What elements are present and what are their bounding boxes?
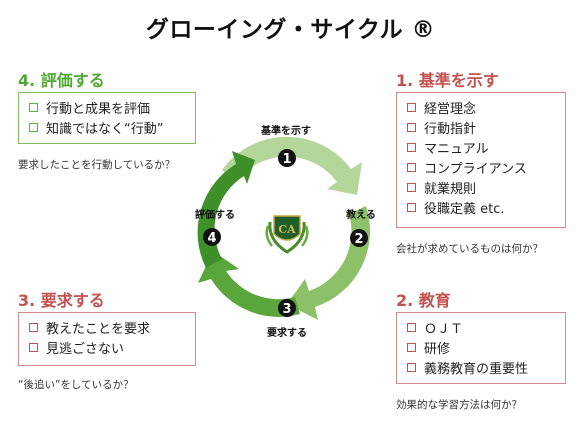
standard-box: 経営理念 行動指針 マニュアル コンプライアンス 就業規則 役職定義 etc.	[396, 92, 566, 228]
standard-item: 就業規則	[407, 177, 555, 197]
demand-item: 教えたことを要求	[29, 317, 185, 337]
step-3-number: 3	[282, 302, 291, 317]
step-3-badge	[278, 299, 296, 317]
evaluate-item: 行動と成果を評価	[29, 97, 185, 117]
standard-item-label: 就業規則	[424, 181, 477, 197]
step-4-number: 4	[207, 231, 216, 246]
step-3-label: 要求する	[267, 326, 307, 339]
step-4-badge	[203, 228, 221, 246]
demand-question: “後追い”をしているか？	[18, 379, 134, 391]
checkbox-icon	[407, 182, 416, 192]
evaluate-box: 行動と成果を評価 知識ではなく“行動”	[18, 92, 196, 144]
education-heading: 2. 教育	[396, 291, 451, 310]
checkbox-icon	[29, 102, 38, 112]
standard-heading: 1. 基準を示す	[396, 71, 499, 90]
demand-heading: 3. 要求する	[18, 291, 105, 310]
standard-item: 経営理念	[407, 97, 555, 117]
education-item-label: 研修	[424, 341, 451, 357]
cycle-arrow-2	[287, 206, 371, 320]
education-item: ＯＪＴ	[407, 317, 555, 337]
education-item-label: 義務教育の重要性	[424, 361, 529, 377]
checkbox-icon	[407, 342, 416, 352]
evaluate-heading: 4. 評価する	[18, 71, 105, 90]
step-1-number: 1	[282, 152, 291, 167]
checkbox-icon	[407, 362, 416, 372]
standard-item-label: 経営理念	[424, 101, 477, 117]
standard-item-label: コンプライアンス	[424, 161, 527, 177]
checkbox-icon	[407, 202, 416, 212]
standard-item: マニュアル	[407, 137, 555, 157]
cycle-arrow-1	[222, 136, 362, 195]
standard-item-label: マニュアル	[424, 141, 489, 157]
standard-question: 会社が求めているものは何か？	[396, 243, 543, 255]
step-2-number: 2	[354, 232, 363, 247]
checkbox-icon	[407, 122, 416, 132]
step-2-label: 教える	[345, 208, 376, 221]
demand-box: 教えたことを要求 見逃ごさない	[18, 312, 196, 366]
step-1-label: 基準を示す	[260, 124, 311, 137]
demand-item-label: 見逃ごさない	[46, 341, 125, 357]
evaluate-item: 知識ではなく“行動”	[29, 117, 185, 137]
education-box: ＯＪＴ 研修 義務教育の重要性	[396, 312, 566, 384]
checkbox-icon	[407, 322, 416, 332]
checkbox-icon	[29, 122, 38, 132]
standard-item-label: 役職定義 etc.	[424, 201, 505, 217]
step-2-badge	[350, 229, 368, 247]
center-emblem-logo: CA	[265, 215, 309, 254]
evaluate-item-label: 行動と成果を評価	[46, 101, 151, 117]
standard-item-label: 行動指針	[424, 121, 477, 137]
checkbox-icon	[407, 102, 416, 112]
evaluate-question: 要求したことを行動しているか？	[18, 159, 176, 171]
education-item: 研修	[407, 337, 555, 357]
demand-item: 見逃ごさない	[29, 337, 185, 357]
diagram-title: グローイング・サイクル ®	[145, 17, 436, 43]
education-question: 効果的な学習方法は何か？	[396, 399, 522, 411]
education-item: 義務教育の重要性	[407, 357, 555, 377]
education-item-label: ＯＪＴ	[424, 321, 464, 337]
standard-item: 行動指針	[407, 117, 555, 137]
checkbox-icon	[407, 162, 416, 172]
step-1-badge	[278, 149, 296, 167]
emblem-letters: CA	[278, 223, 296, 236]
cycle-arrow-3	[198, 251, 300, 317]
checkbox-icon	[29, 342, 38, 352]
demand-item-label: 教えたことを要求	[46, 321, 151, 337]
step-4-label: 評価する	[195, 208, 235, 221]
evaluate-item-label: 知識ではなく“行動”	[46, 121, 164, 137]
standard-item: コンプライアンス	[407, 157, 555, 177]
checkbox-icon	[29, 322, 38, 332]
standard-item: 役職定義 etc.	[407, 197, 555, 217]
checkbox-icon	[407, 142, 416, 152]
